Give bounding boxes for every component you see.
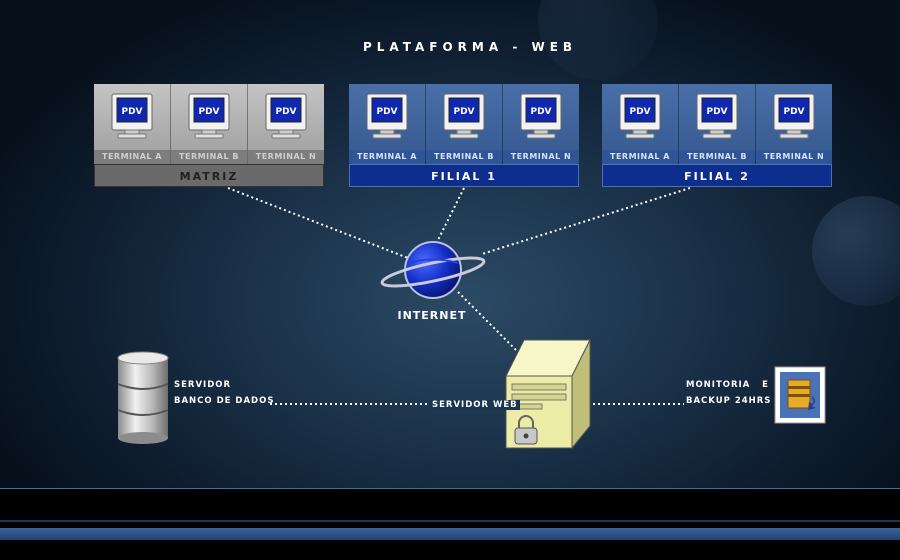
group-name: FILIAL 2: [602, 164, 832, 187]
pdv-monitor-icon: PDV: [111, 93, 153, 139]
terminal-label: TERMINAL N: [503, 150, 579, 164]
backup-archive-icon: [774, 366, 826, 424]
pdv-screen-text: PDV: [706, 107, 727, 117]
group-filial-1: PDV TERMINAL A PDV TERMINAL B: [349, 84, 579, 187]
pdv-screen-text: PDV: [121, 107, 142, 117]
database-label-line1: SERVIDOR: [174, 380, 232, 390]
pdv-monitor-icon: PDV: [366, 93, 408, 139]
pdv-screen-text: PDV: [198, 107, 219, 117]
terminal-label: TERMINAL A: [94, 150, 170, 164]
footer-thin-line: [0, 520, 900, 522]
moon-decoration: [812, 196, 900, 306]
padlock-icon: [514, 415, 538, 445]
footer-blue-band: [0, 528, 900, 540]
terminal-cell: PDV TERMINAL B: [171, 84, 248, 164]
monitoring-label-line1: MONITORIA E: [686, 380, 769, 390]
pdv-screen-text: PDV: [629, 107, 650, 117]
pdv-screen-text: PDV: [783, 107, 804, 117]
server-tower-icon: [505, 339, 591, 450]
link-internet-server: [457, 291, 529, 363]
terminal-label: TERMINAL N: [756, 150, 832, 164]
terminal-cell: PDV TERMINAL N: [503, 84, 579, 164]
pdv-monitor-icon: PDV: [773, 93, 815, 139]
pdv-monitor-icon: PDV: [265, 93, 307, 139]
group-name: MATRIZ: [94, 164, 324, 187]
connection-lines: [227, 187, 691, 405]
internet-label: INTERNET: [397, 309, 467, 322]
terminal-label: TERMINAL B: [679, 150, 755, 164]
group-matriz: PDV TERMINAL A PDV TERMINAL B: [94, 84, 324, 187]
pdv-monitor-icon: PDV: [619, 93, 661, 139]
footer-bar: [0, 488, 900, 560]
terminal-label: TERMINAL B: [426, 150, 502, 164]
pdv-screen-text: PDV: [530, 107, 551, 117]
terminal-label: TERMINAL B: [171, 150, 247, 164]
link-filial1-internet: [437, 187, 465, 241]
group-name: FILIAL 1: [349, 164, 579, 187]
terminal-cell: PDV TERMINAL A: [94, 84, 171, 164]
pdv-screen-text: PDV: [376, 107, 397, 117]
pdv-screen-text: PDV: [275, 107, 296, 117]
page-title: PLATAFORMA - WEB: [362, 40, 578, 54]
database-label-line2: BANCO DE DADOS: [174, 396, 275, 406]
terminal-label: TERMINAL A: [349, 150, 425, 164]
database-cylinder-icon: [117, 351, 169, 444]
terminal-cell: PDV TERMINAL B: [679, 84, 756, 164]
link-matriz-internet: [227, 187, 409, 259]
diagram-canvas: PLATAFORMA - WEB PDV TERMINAL A: [0, 0, 900, 488]
terminal-cell: PDV TERMINAL N: [756, 84, 832, 164]
monitoring-label-line2: BACKUP 24HRS: [686, 396, 772, 406]
terminal-cell: PDV TERMINAL A: [602, 84, 679, 164]
pdv-screen-text: PDV: [453, 107, 474, 117]
pdv-monitor-icon: PDV: [443, 93, 485, 139]
terminal-cell: PDV TERMINAL A: [349, 84, 426, 164]
terminal-cell: PDV TERMINAL B: [426, 84, 503, 164]
terminal-label: TERMINAL A: [602, 150, 678, 164]
web-server-label: SERVIDOR WEB: [430, 400, 520, 410]
terminal-label: TERMINAL N: [248, 150, 324, 164]
globe-icon: [380, 241, 486, 299]
group-filial-2: PDV TERMINAL A PDV TERMINAL B: [602, 84, 832, 187]
pdv-monitor-icon: PDV: [188, 93, 230, 139]
pdv-monitor-icon: PDV: [520, 93, 562, 139]
footer-highlight-line: [0, 488, 900, 489]
pdv-monitor-icon: PDV: [696, 93, 738, 139]
link-filial2-internet: [481, 187, 691, 255]
terminal-cell: PDV TERMINAL N: [248, 84, 324, 164]
